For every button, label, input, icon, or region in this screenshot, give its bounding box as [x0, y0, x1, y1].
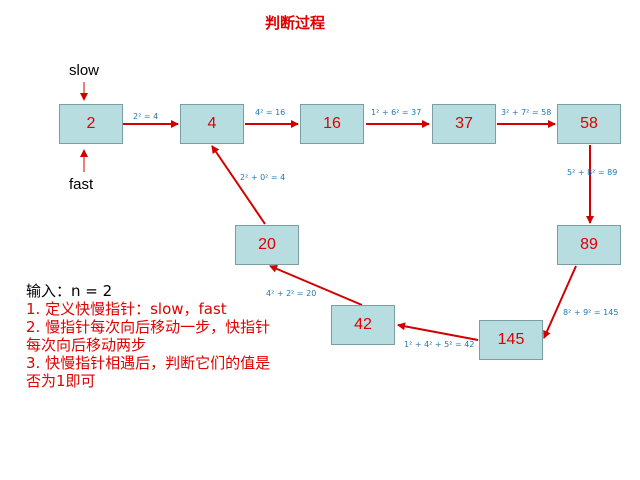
arrow-89-to-145 [543, 265, 577, 339]
equation-42-to-20: 4² + 2² = 20 [266, 289, 317, 298]
equation-4-to-16: 4² = 16 [255, 108, 286, 117]
node-4: 4 [180, 104, 244, 144]
arrow-145-to-42 [397, 322, 479, 341]
arrow-42-to-20 [269, 265, 363, 306]
equation-20-to-4: 2² + 0² = 4 [240, 173, 286, 182]
input-line: 输入：n = 2 [26, 282, 113, 300]
node-42: 42 [331, 305, 395, 345]
node-58: 58 [557, 104, 621, 144]
equation-37-to-58: 3² + 7² = 58 [501, 108, 552, 117]
node-2: 2 [59, 104, 123, 144]
arrow-20-to-4 [211, 145, 266, 225]
equation-145-to-42: 1² + 4² + 5² = 42 [404, 340, 475, 349]
node-89: 89 [557, 225, 621, 265]
node-37: 37 [432, 104, 496, 144]
equation-2-to-4: 2² = 4 [133, 112, 159, 121]
step-2: 2. 慢指针每次向后移动一步，快指针每次向后移动两步 [26, 318, 271, 354]
node-16: 16 [300, 104, 364, 144]
step-1: 1. 定义快慢指针：slow，fast [26, 300, 227, 318]
diagram-title: 判断过程 [264, 14, 325, 32]
fast-pointer-label: fast [69, 176, 94, 193]
explanation-block: 输入：n = 2 1. 定义快慢指针：slow，fast 2. 慢指针每次向后移… [26, 282, 276, 390]
equation-58-to-89: 5² + 8² = 89 [567, 168, 618, 177]
equation-89-to-145: 8² + 9² = 145 [563, 308, 619, 317]
step-3: 3. 快慢指针相遇后，判断它们的值是否为1即可 [26, 354, 271, 390]
node-145: 145 [479, 320, 543, 360]
node-20: 20 [235, 225, 299, 265]
equation-16-to-37: 1² + 6² = 37 [371, 108, 422, 117]
slow-pointer-label: slow [69, 62, 100, 79]
